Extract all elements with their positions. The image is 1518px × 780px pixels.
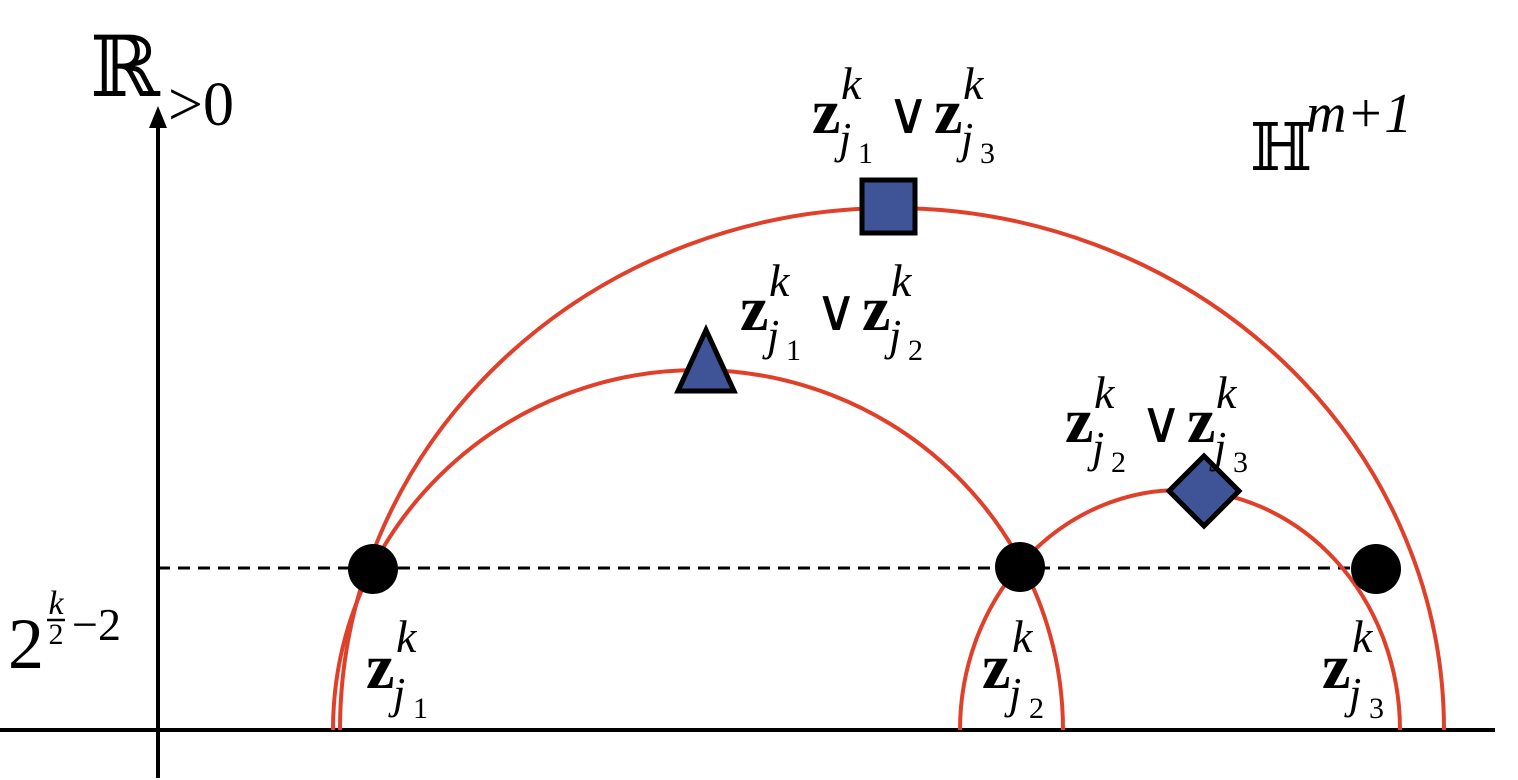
svg-text:k: k [396,611,418,662]
label-join-j1-j2: z k j 1 ∨ z k j 2 [740,255,923,367]
svg-text:j: j [762,311,779,360]
svg-text:j: j [884,311,901,360]
space-label-H-sup: m+1 [1306,83,1412,145]
svg-text:1: 1 [413,692,428,725]
svg-text:1: 1 [786,334,801,367]
svg-text:z: z [934,76,962,147]
svg-text:z: z [862,273,890,344]
join-marker-triangle-j1-j2 [674,324,738,394]
y-tick-exp-den: 2 [49,618,64,651]
svg-text:z: z [1065,385,1093,456]
y-tick-exp-tail: −2 [72,599,121,650]
svg-text:k: k [891,255,913,306]
svg-text:k: k [963,58,985,109]
svg-text:∨: ∨ [815,278,857,343]
svg-text:∨: ∨ [1140,390,1182,455]
svg-text:k: k [1216,367,1238,418]
label-z-j2: z k j 2 [982,611,1044,725]
svg-text:z: z [1322,631,1350,702]
svg-text:j: j [1344,669,1361,718]
y-tick-exp-num: k [48,585,64,622]
svg-text:z: z [812,76,840,147]
svg-text:2: 2 [1111,446,1126,479]
svg-text:j: j [1004,669,1021,718]
svg-text:z: z [366,631,394,702]
label-join-j1-j3: z k j 1 ∨ z k j 3 [812,58,995,170]
svg-text:2: 2 [1029,692,1044,725]
svg-text:j: j [956,114,973,163]
svg-text:∨: ∨ [887,81,929,146]
svg-text:j: j [1087,423,1104,472]
svg-text:2: 2 [908,334,923,367]
svg-text:k: k [1012,611,1034,662]
label-z-j3: z k j 3 [1322,611,1384,725]
svg-text:3: 3 [980,137,995,170]
point-z-j1 [348,544,398,594]
svg-text:k: k [841,58,863,109]
svg-text:k: k [1094,367,1116,418]
axis-label-R: ℝ [90,22,161,115]
y-axis-arrowhead [149,106,167,128]
svg-text:z: z [740,273,768,344]
svg-text:z: z [982,631,1010,702]
join-marker-square-j1-j3 [859,177,918,236]
svg-text:j: j [1209,423,1226,472]
svg-text:k: k [769,255,791,306]
svg-text:z: z [1187,385,1215,456]
svg-text:1: 1 [858,137,873,170]
join-marker-diamond-j2-j3 [1165,452,1243,530]
svg-text:3: 3 [1369,692,1384,725]
y-tick-base: 2 [8,604,44,684]
point-z-j2 [995,542,1045,592]
point-z-j3 [1351,544,1401,594]
svg-text:k: k [1352,611,1374,662]
space-label-H: ℍ [1250,112,1312,185]
label-join-j2-j3: z k j 2 ∨ z k j 3 [1065,367,1248,479]
svg-text:j: j [834,114,851,163]
label-z-j1: z k j 1 [366,611,428,725]
axis-label-R-sub: >0 [168,71,234,139]
svg-text:3: 3 [1233,446,1248,479]
svg-text:j: j [388,669,405,718]
